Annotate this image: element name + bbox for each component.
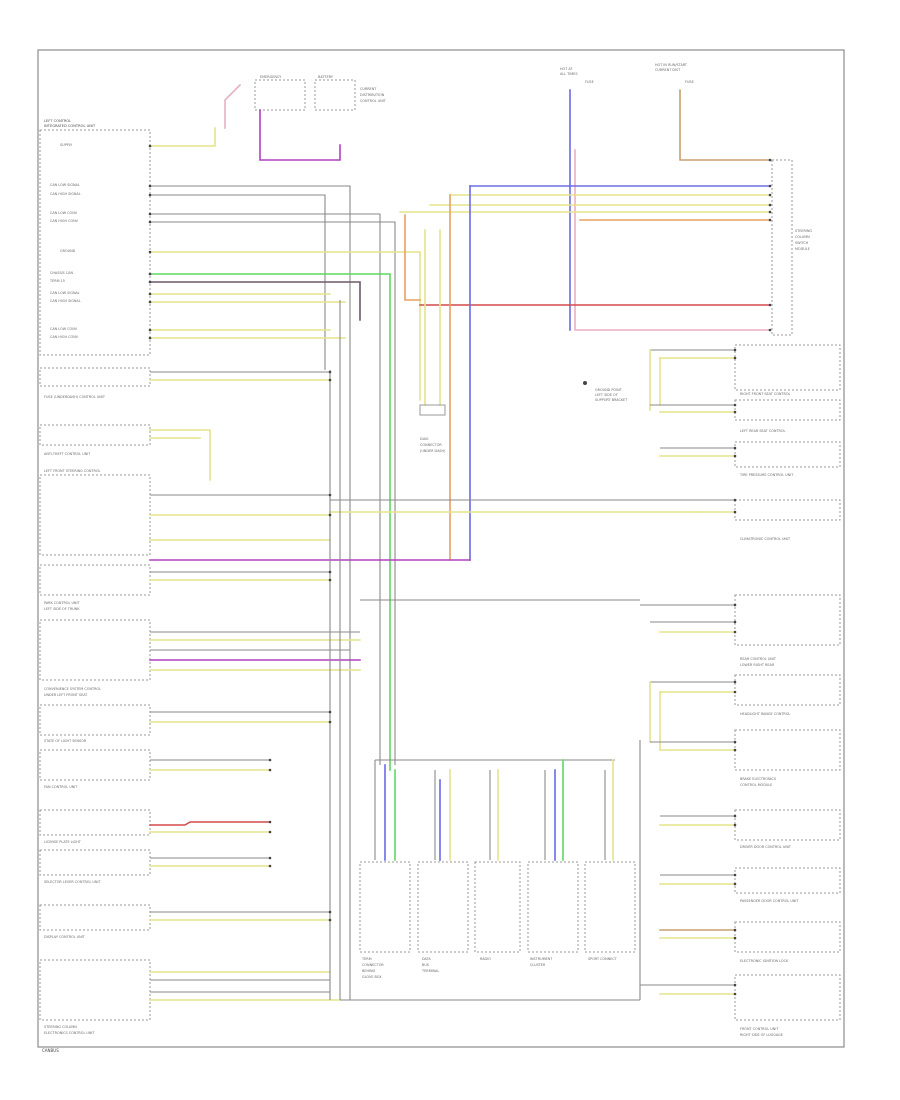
svg-text:SWITCH: SWITCH [795,241,809,245]
svg-text:DRIVER DOOR CONTROL UNIT: DRIVER DOOR CONTROL UNIT [740,845,792,849]
svg-text:PASSENGER DOOR CONTROL UNIT: PASSENGER DOOR CONTROL UNIT [740,899,799,903]
svg-text:FUSE: FUSE [685,80,694,84]
connector-pins [148,144,772,996]
svg-text:CAN LOW SIGNAL: CAN LOW SIGNAL [50,291,80,295]
svg-text:FRONT CONTROL UNIT: FRONT CONTROL UNIT [740,1027,779,1031]
svg-text:FUSE: FUSE [585,80,594,84]
svg-text:BEHIND: BEHIND [362,969,376,973]
svg-text:CAN HIGH CONV: CAN HIGH CONV [50,335,79,339]
svg-text:TERMINAL: TERMINAL [421,969,439,973]
svg-text:RIGHT FRONT SEAT CONTROL: RIGHT FRONT SEAT CONTROL [740,392,791,396]
svg-text:CONTROL UNIT: CONTROL UNIT [360,99,387,103]
svg-text:CAN LOW CONV: CAN LOW CONV [50,211,78,215]
svg-text:UNDER LEFT FRONT SEAT: UNDER LEFT FRONT SEAT [44,693,88,697]
svg-text:CAN LOW CONV: CAN LOW CONV [50,327,78,331]
svg-text:HEADLIGHT RANGE CONTROL: HEADLIGHT RANGE CONTROL [740,712,790,716]
svg-text:CLUSTER: CLUSTER [530,963,546,967]
svg-text:RADIO: RADIO [480,957,491,961]
svg-text:SELECTOR LEVER CONTROL UNIT: SELECTOR LEVER CONTROL UNIT [44,880,101,884]
svg-text:BRAKE ELECTRONICS: BRAKE ELECTRONICS [740,777,776,781]
svg-text:EMERGENCY: EMERGENCY [260,75,282,79]
svg-text:LEFT REAR SEAT CONTROL: LEFT REAR SEAT CONTROL [740,429,785,433]
svg-text:CONNECTOR: CONNECTOR [362,963,384,967]
svg-text:LOWER RIGHT REAR: LOWER RIGHT REAR [740,663,775,667]
svg-text:GLOVE BOX: GLOVE BOX [362,975,382,979]
svg-text:DISPLAY CONTROL UNIT: DISPLAY CONTROL UNIT [44,935,86,939]
svg-text:STEERING: STEERING [795,229,812,233]
svg-text:CONNECTOR: CONNECTOR [420,443,442,447]
svg-text:DIAG: DIAG [420,437,429,441]
svg-text:MODULE: MODULE [795,247,810,251]
svg-text:CAN HIGH SIGNAL: CAN HIGH SIGNAL [50,299,81,303]
svg-text:CAN HIGH CONV: CAN HIGH CONV [50,219,79,223]
svg-text:INSTRUMENT: INSTRUMENT [530,957,553,961]
svg-text:STATE OF LIGHT SENSOR: STATE OF LIGHT SENSOR [44,739,87,743]
svg-text:HOT IN RUN/START: HOT IN RUN/START [655,63,688,67]
diagram-frame [37,49,845,1048]
svg-text:ANTI-THEFT CONTROL UNIT: ANTI-THEFT CONTROL UNIT [44,452,91,456]
svg-text:REAR CONTROL UNIT: REAR CONTROL UNIT [740,657,777,661]
svg-text:CONVENIENCE SYSTEM CONTROL: CONVENIENCE SYSTEM CONTROL [44,687,101,691]
left-main-control-unit: LEFT CONTROL INTEGRATED CONTROL UNIT SUP… [39,119,151,356]
svg-text:TIRE PRESSURE CONTROL UNIT: TIRE PRESSURE CONTROL UNIT [739,473,794,477]
svg-text:CAN LOW SIGNAL: CAN LOW SIGNAL [50,183,80,187]
svg-text:GROUND: GROUND [60,249,76,253]
right-upper-control-unit: STEERING COLUMN SWITCH MODULE [771,159,812,336]
svg-text:ALL TIMES: ALL TIMES [560,72,577,76]
svg-text:CLIMATRONIC CONTROL UNIT: CLIMATRONIC CONTROL UNIT [740,537,791,541]
svg-text:RIGHT SIDE OF LUGGAGE: RIGHT SIDE OF LUGGAGE [740,1033,783,1037]
svg-text:SUPPLY: SUPPLY [60,143,73,147]
svg-text:COLUMN: COLUMN [795,235,810,239]
svg-text:DATA: DATA [422,957,431,961]
svg-text:FAN CONTROL UNIT: FAN CONTROL UNIT [44,785,78,789]
svg-text:ELECTRONIC IGNITION LOCK: ELECTRONIC IGNITION LOCK [740,959,789,963]
svg-text:TERM: TERM [361,957,372,961]
svg-text:DISTRIBUTION: DISTRIBUTION [360,93,385,97]
svg-text:HOT AT: HOT AT [560,67,573,71]
svg-text:LEFT SIDE OF TRUNK: LEFT SIDE OF TRUNK [44,607,80,611]
left-module-stack: FUSE (UNDERDASH) CONTROL UNIT ANTI-THEFT… [39,367,151,1035]
svg-text:SUPPORT BRACKET: SUPPORT BRACKET [595,398,628,402]
svg-text:LEFT SIDE OF: LEFT SIDE OF [595,393,618,397]
svg-text:CURRENT DIST: CURRENT DIST [655,68,681,72]
svg-text:LEFT FRONT STEERING CONTROL: LEFT FRONT STEERING CONTROL [44,469,101,473]
right-module-stack: RIGHT FRONT SEAT CONTROL LEFT REAR SEAT … [734,344,841,1037]
bottom-center-modules: TERM CONNECTOR BEHIND GLOVE BOX DATA BUS… [359,861,636,979]
top-relay-fuse-group: EMERGENCY BATTERY CURRENT DISTRIBUTION C… [254,63,694,453]
svg-text:(UNDER DASH): (UNDER DASH) [420,449,446,453]
svg-text:ELECTRONICS CONTROL UNIT: ELECTRONICS CONTROL UNIT [44,1031,95,1035]
svg-text:INTEGRATED CONTROL UNIT: INTEGRATED CONTROL UNIT [44,124,96,128]
svg-text:CONTROL MODULE: CONTROL MODULE [740,783,772,787]
svg-text:BUS: BUS [422,963,429,967]
svg-text:FUSE (UNDERDASH) CONTROL UNIT: FUSE (UNDERDASH) CONTROL UNIT [44,395,106,399]
svg-text:STEERING COLUMN: STEERING COLUMN [44,1025,77,1029]
diagram-code: CANBUS [42,1048,59,1053]
svg-text:BATTERY: BATTERY [318,75,334,79]
svg-text:CURRENT: CURRENT [360,87,377,91]
svg-text:PARK CONTROL UNIT: PARK CONTROL UNIT [44,601,80,605]
svg-text:TERM 15: TERM 15 [49,279,65,283]
svg-text:LEFT CONTROL: LEFT CONTROL [44,119,71,123]
svg-text:CHASSIS CAN: CHASSIS CAN [50,271,73,275]
svg-text:GROUND POINT: GROUND POINT [595,388,623,392]
svg-text:SPORT CONNECT: SPORT CONNECT [588,957,618,961]
svg-text:LICENSE PLATE LIGHT: LICENSE PLATE LIGHT [44,840,82,844]
svg-text:CAN HIGH SIGNAL: CAN HIGH SIGNAL [50,192,81,196]
